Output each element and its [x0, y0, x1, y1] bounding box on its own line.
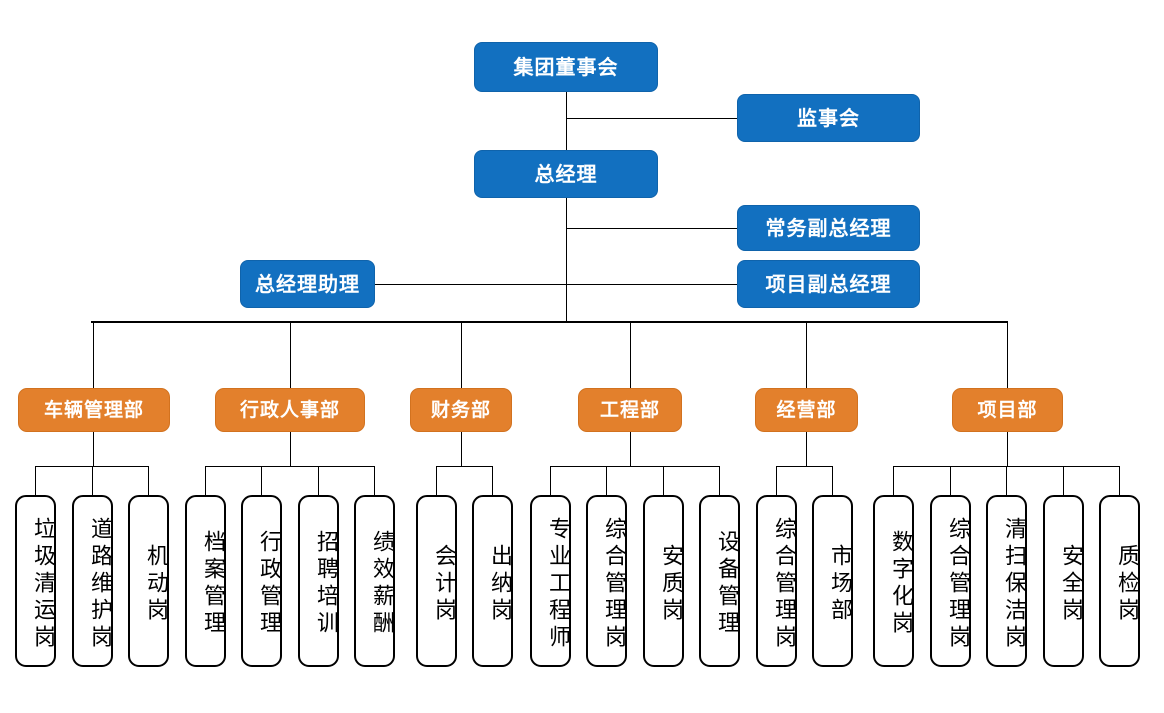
connector-post-drop — [492, 466, 493, 495]
dept-box-operations[interactable]: 经营部 — [755, 388, 858, 432]
connector-post-drop — [776, 466, 777, 495]
connector-post-drop — [261, 466, 262, 495]
connector-post-drop — [205, 466, 206, 495]
node-project-deputy-gm[interactable]: 项目副总经理 — [737, 260, 920, 308]
connector-dept-5-down — [806, 432, 807, 466]
post-box-equipment-management[interactable]: 设备管理 — [699, 495, 740, 667]
post-box-waste-transport[interactable]: 垃圾清运岗 — [15, 495, 56, 667]
post-box-cashier[interactable]: 出纳岗 — [472, 495, 513, 667]
post-box-mobile-duty[interactable]: 机动岗 — [128, 495, 169, 667]
connector-board-to-supervisory — [566, 118, 737, 119]
connector-post-drop — [550, 466, 551, 495]
connector-post-drop — [318, 466, 319, 495]
connector-bus-to-dept-2 — [290, 321, 291, 388]
connector-gm-to-executive-deputy — [566, 228, 737, 229]
post-box-quality-inspection[interactable]: 质检岗 — [1099, 495, 1140, 667]
dept-box-vehicle-management[interactable]: 车辆管理部 — [18, 388, 170, 432]
connector-post-drop — [1119, 466, 1120, 495]
connector-post-drop — [719, 466, 720, 495]
post-box-operations-general-management[interactable]: 综合管理岗 — [756, 495, 797, 667]
connector-bus-to-dept-6 — [1007, 321, 1008, 388]
connector-post-drop — [1063, 466, 1064, 495]
post-box-performance-pay[interactable]: 绩效薪酬 — [354, 495, 395, 667]
connector-post-drop — [374, 466, 375, 495]
post-box-safety[interactable]: 安全岗 — [1043, 495, 1084, 667]
dept-box-admin-hr[interactable]: 行政人事部 — [215, 388, 365, 432]
node-gm-assistant[interactable]: 总经理助理 — [240, 260, 375, 308]
dept-box-finance[interactable]: 财务部 — [410, 388, 512, 432]
post-box-records-management[interactable]: 档案管理 — [185, 495, 226, 667]
connector-dept-3-down — [461, 432, 462, 466]
connector-post-drop — [35, 466, 36, 495]
sub-bus-dept-4 — [550, 466, 720, 467]
post-box-marketing[interactable]: 市场部 — [812, 495, 853, 667]
connector-dept-6-down — [1007, 432, 1008, 466]
post-box-safety-quality[interactable]: 安质岗 — [643, 495, 684, 667]
connector-post-drop — [663, 466, 664, 495]
post-box-professional-engineer[interactable]: 专业工程师 — [530, 495, 571, 667]
post-box-digitalization[interactable]: 数字化岗 — [873, 495, 914, 667]
post-box-road-maintenance[interactable]: 道路维护岗 — [72, 495, 113, 667]
connector-post-drop — [893, 466, 894, 495]
node-general-manager[interactable]: 总经理 — [474, 150, 658, 198]
sub-bus-dept-2 — [205, 466, 375, 467]
connector-bus-to-dept-1 — [93, 321, 94, 388]
connector-bus-to-dept-3 — [461, 321, 462, 388]
post-box-project-general-management[interactable]: 综合管理岗 — [930, 495, 971, 667]
connector-dept-2-down — [290, 432, 291, 466]
connector-post-drop — [436, 466, 437, 495]
connector-dept-4-down — [630, 432, 631, 466]
connector-post-drop — [832, 466, 833, 495]
connector-gm-to-project-deputy — [566, 284, 737, 285]
connector-board-down — [566, 92, 567, 150]
node-board[interactable]: 集团董事会 — [474, 42, 658, 92]
connector-gm-to-assistant — [375, 284, 566, 285]
post-box-recruitment-training[interactable]: 招聘培训 — [298, 495, 339, 667]
connector-dept-1-down — [93, 432, 94, 466]
sub-bus-dept-5 — [776, 466, 833, 467]
connector-gm-down — [566, 198, 567, 322]
post-box-accounting[interactable]: 会计岗 — [416, 495, 457, 667]
post-box-cleaning-sanitation[interactable]: 清扫保洁岗 — [986, 495, 1027, 667]
sub-bus-dept-3 — [436, 466, 493, 467]
post-box-administration[interactable]: 行政管理 — [241, 495, 282, 667]
dept-box-engineering[interactable]: 工程部 — [578, 388, 682, 432]
connector-bus-to-dept-5 — [806, 321, 807, 388]
connector-bus-to-dept-4 — [630, 321, 631, 388]
connector-post-drop — [92, 466, 93, 495]
connector-post-drop — [606, 466, 607, 495]
dept-box-project[interactable]: 项目部 — [952, 388, 1063, 432]
post-box-engineering-general-management[interactable]: 综合管理岗 — [586, 495, 627, 667]
department-bus — [91, 321, 1008, 323]
connector-post-drop — [148, 466, 149, 495]
connector-post-drop — [950, 466, 951, 495]
node-supervisory-board[interactable]: 监事会 — [737, 94, 920, 142]
connector-post-drop — [1006, 466, 1007, 495]
node-executive-deputy-gm[interactable]: 常务副总经理 — [737, 205, 920, 251]
